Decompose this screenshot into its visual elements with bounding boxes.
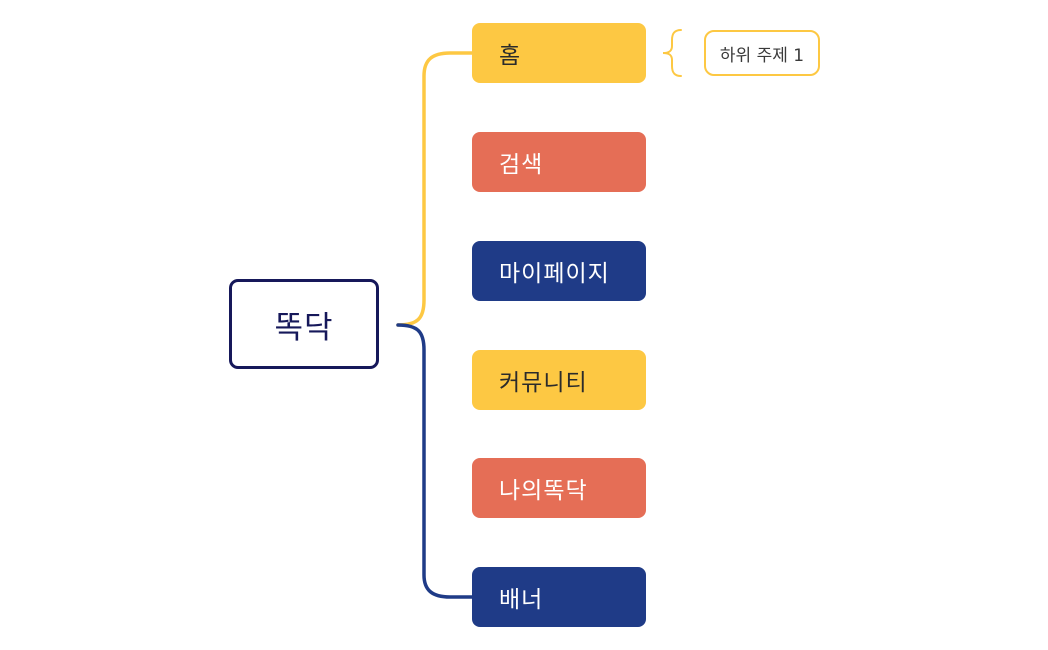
topic-home[interactable]: 홈 bbox=[472, 23, 646, 83]
topic-mypage[interactable]: 마이페이지 bbox=[472, 241, 646, 301]
topic-label: 마이페이지 bbox=[499, 261, 610, 287]
connector-upper bbox=[396, 51, 474, 327]
subtopic-brace bbox=[662, 29, 682, 77]
topic-my-ddokdak[interactable]: 나의똑닥 bbox=[472, 458, 646, 518]
subtopic-label: 하위 주제 1 bbox=[719, 45, 805, 66]
central-topic[interactable]: 똑닥 bbox=[229, 279, 379, 369]
topic-label: 배너 bbox=[499, 587, 544, 613]
topic-label: 검색 bbox=[499, 152, 544, 178]
topic-label: 나의똑닥 bbox=[499, 478, 588, 504]
subtopic-1[interactable]: 하위 주제 1 bbox=[704, 30, 820, 76]
topic-label: 커뮤니티 bbox=[499, 370, 588, 396]
topic-search[interactable]: 검색 bbox=[472, 132, 646, 192]
connector-lower bbox=[396, 323, 474, 599]
topic-banner[interactable]: 배너 bbox=[472, 567, 646, 627]
topic-community[interactable]: 커뮤니티 bbox=[472, 350, 646, 410]
topic-label: 홈 bbox=[499, 43, 522, 69]
central-topic-label: 똑닥 bbox=[274, 309, 334, 346]
